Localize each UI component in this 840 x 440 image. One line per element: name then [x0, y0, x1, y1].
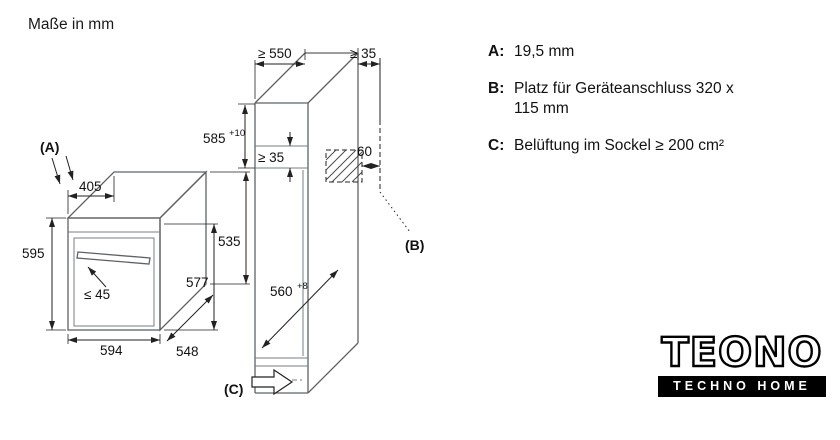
legend-text-a: 19,5 mm — [514, 43, 575, 60]
dim-niche-height-tolerance: +10 — [229, 128, 245, 139]
cabinet-label-c: (C) — [224, 381, 243, 397]
dim-rear-gap: 60 — [357, 144, 372, 159]
dim-cabinet-gap-top: ≥ 35 — [350, 46, 376, 61]
brand-logo: TEONO TECHNO HOME — [658, 330, 826, 397]
dim-oven-depth: 548 — [176, 344, 199, 359]
dim-oven-width-bottom: 594 — [100, 343, 123, 358]
legend: A: 19,5 mm B: Platz für Geräteanschluss … — [488, 42, 818, 174]
dim-niche-depth-tolerance: +8 — [297, 281, 308, 292]
brand-logo-name: TEONO — [660, 330, 823, 376]
legend-text-b: Platz für Geräteanschluss 320 x 115 mm — [514, 79, 734, 119]
dim-oven-height-inner: 577 — [186, 275, 209, 290]
legend-item-c: C: Belüftung im Sockel ≥ 200 cm² — [488, 136, 818, 156]
oven-label-a: (A) — [40, 139, 59, 155]
legend-key-b: B: — [488, 80, 505, 98]
oven-drawing: (A) 405 595 577 535 ≤ 45 594 548 — [22, 139, 250, 359]
dim-shelf-gap: ≥ 35 — [258, 150, 284, 165]
a-pointer-arrow-1 — [51, 157, 61, 185]
cabinet-drawing: ≥ 550 ≥ 35 585 +10 ≥ 35 60 (B) 560 +8 (C… — [203, 46, 424, 397]
legend-text-b-line1: Platz für Geräteanschluss 320 x — [514, 80, 734, 98]
b-leader-line — [379, 191, 411, 233]
dim-niche-height: 585 — [203, 131, 226, 146]
oven-door — [73, 237, 155, 327]
oven-handle — [76, 251, 151, 265]
oven-right-face — [159, 170, 207, 332]
legend-item-a: A: 19,5 mm — [488, 42, 818, 62]
brand-logo-tagline: TECHNO HOME — [658, 376, 826, 397]
dim-oven-width-top: 405 — [79, 179, 102, 194]
dim-oven-height-left: 595 — [22, 246, 45, 261]
legend-key-c: C: — [488, 137, 505, 155]
legend-text-c: Belüftung im Sockel ≥ 200 cm² — [514, 137, 725, 155]
dim-handle-clearance: ≤ 45 — [84, 287, 110, 302]
page-title: Maße in mm — [28, 16, 115, 33]
dim-niche-depth: 560 — [270, 284, 293, 299]
legend-key-a: A: — [488, 43, 505, 60]
oven-front-face — [67, 217, 161, 331]
connection-space-hatch — [325, 149, 363, 183]
legend-text-b-line2: 115 mm — [514, 100, 569, 118]
a-pointer-arrow-2 — [65, 155, 74, 181]
dim-cabinet-depth-top: ≥ 550 — [258, 46, 292, 61]
ventilation-arrow — [251, 368, 294, 396]
legend-item-b: B: Platz für Geräteanschluss 320 x 115 m… — [488, 79, 818, 119]
dim-oven-height-right: 535 — [218, 234, 241, 249]
cabinet-label-b: (B) — [405, 237, 424, 253]
